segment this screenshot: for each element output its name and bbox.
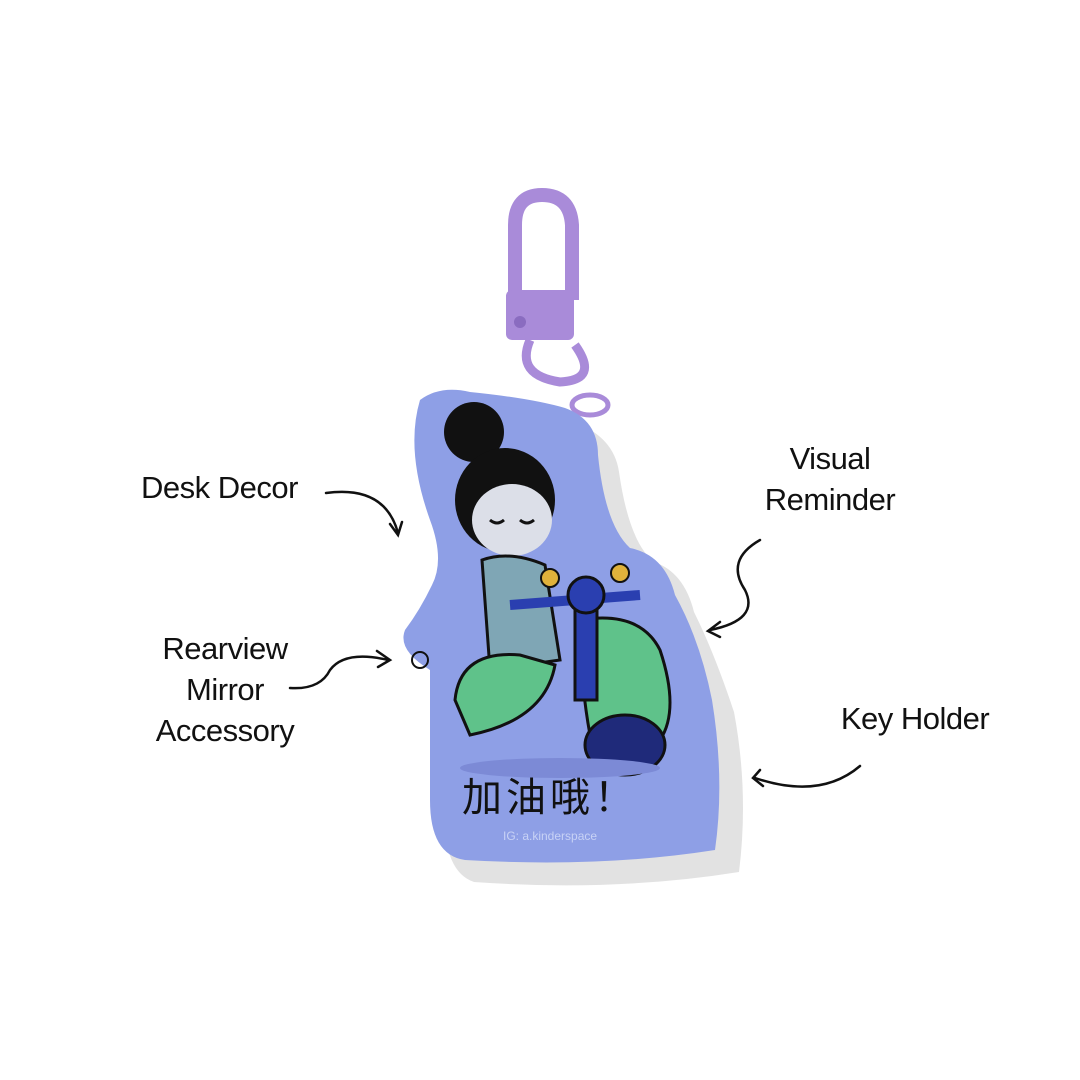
label-line: Reminder (764, 482, 896, 517)
label-line: Mirror (186, 672, 264, 707)
label-key-holder: Key Holder (840, 701, 990, 736)
keychain-credit: IG: a.kinderspace (503, 829, 598, 843)
clasp-icon (506, 187, 611, 418)
label-line: Visual (789, 441, 871, 476)
label-line: Rearview (162, 631, 288, 666)
keychain-slogan: 加油哦！ (462, 775, 638, 821)
label-visual-reminder: Visual Reminder (740, 438, 920, 520)
label-rearview-mirror-accessory: Rearview Mirror Accessory (120, 628, 330, 751)
label-desk-decor: Desk Decor (141, 470, 298, 505)
label-line: Accessory (155, 713, 295, 748)
